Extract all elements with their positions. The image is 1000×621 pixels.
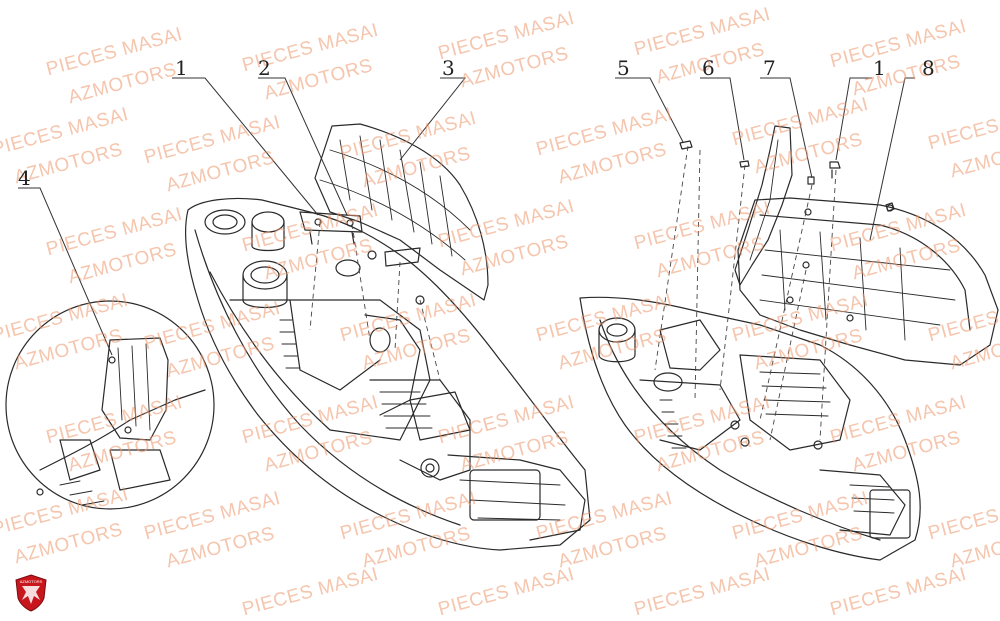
callout-number: 4 <box>18 166 31 190</box>
part-8-cover <box>737 197 999 366</box>
callout-number: 2 <box>258 56 271 80</box>
callout-number: 8 <box>922 56 935 80</box>
callout-number: 6 <box>702 56 715 80</box>
leader-lines <box>18 77 915 356</box>
left-fuel-cap <box>204 209 391 353</box>
assembly-dashed-lines <box>309 145 837 441</box>
logo-text: AZMOTORS <box>20 579 43 584</box>
callout-number: 5 <box>617 56 630 80</box>
callout-number: 3 <box>442 56 455 80</box>
part-2-bracket <box>299 211 425 305</box>
inset-detail-circle <box>5 300 215 510</box>
callout-number: 1 <box>175 56 188 80</box>
right-body-panel <box>579 296 921 561</box>
small-fasteners <box>679 140 895 212</box>
part-6-bracket <box>734 125 793 286</box>
callout-number: 1 <box>873 56 886 80</box>
left-body-panel <box>185 197 591 551</box>
part-3-upper-cover <box>314 123 489 301</box>
callout-number: 7 <box>763 56 776 80</box>
azmotors-logo: AZMOTORS <box>15 574 47 612</box>
